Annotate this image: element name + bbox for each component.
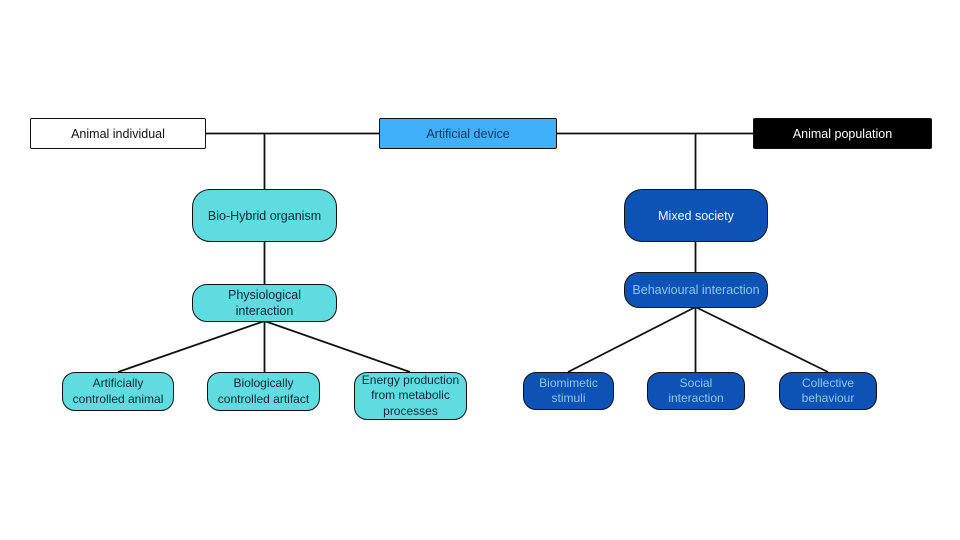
node-mixed-society: Mixed society bbox=[624, 189, 768, 242]
node-collective-behaviour: Collective behaviour bbox=[779, 372, 877, 410]
node-bio-hybrid-organism: Bio-Hybrid organism bbox=[192, 189, 337, 242]
node-animal-individual: Animal individual bbox=[30, 118, 206, 149]
node-biomimetic-stimuli: Biomimetic stimuli bbox=[523, 372, 614, 410]
node-biologically-controlled-artifact: Biologically controlled artifact bbox=[207, 372, 320, 411]
node-artificially-controlled-animal: Artificially controlled animal bbox=[62, 372, 174, 411]
edge-right-fan-1 bbox=[567, 306, 696, 373]
edge-right-fan-3 bbox=[695, 306, 829, 373]
node-label: Artificially controlled animal bbox=[72, 376, 164, 406]
node-label: Animal population bbox=[792, 126, 893, 141]
node-label: Artificial device bbox=[426, 126, 510, 141]
edge-left-fan-3 bbox=[264, 320, 411, 373]
node-label: Behavioural interaction bbox=[632, 283, 760, 297]
node-label: Energy production from metabolic process… bbox=[361, 372, 460, 418]
node-behavioural-interaction: Behavioural interaction bbox=[624, 272, 768, 308]
node-label: Biologically controlled artifact bbox=[217, 376, 310, 406]
node-label: Collective behaviour bbox=[801, 375, 855, 405]
node-label: Mixed society bbox=[658, 208, 734, 223]
node-animal-population: Animal population bbox=[753, 118, 932, 149]
node-physiological-interaction: Physiological interaction bbox=[192, 284, 337, 322]
node-label: Animal individual bbox=[71, 126, 165, 141]
node-label: Biomimetic stimuli bbox=[539, 375, 598, 405]
node-label: Bio-Hybrid organism bbox=[207, 208, 322, 223]
node-label: Social interaction bbox=[668, 375, 724, 405]
node-social-interaction: Social interaction bbox=[647, 372, 745, 410]
edge-left-fan-1 bbox=[117, 320, 265, 373]
node-artificial-device: Artificial device bbox=[379, 118, 557, 149]
node-energy-production: Energy production from metabolic process… bbox=[354, 372, 467, 420]
node-label: Physiological interaction bbox=[228, 288, 301, 318]
